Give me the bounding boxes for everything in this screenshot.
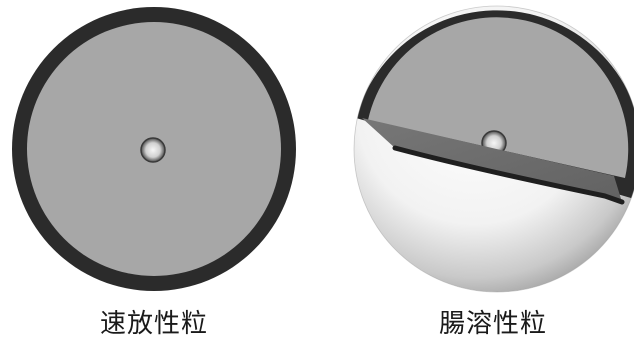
immediate-release-granule — [12, 7, 296, 291]
granule-center-hole — [141, 138, 165, 162]
granule-cut-face — [362, 118, 622, 202]
enteric-coated-label: 腸溶性粒 — [438, 309, 547, 339]
granule-core — [368, 17, 629, 178]
immediate-release-label: 速放性粒 — [99, 309, 208, 339]
enteric-coated-granule — [353, 5, 634, 293]
